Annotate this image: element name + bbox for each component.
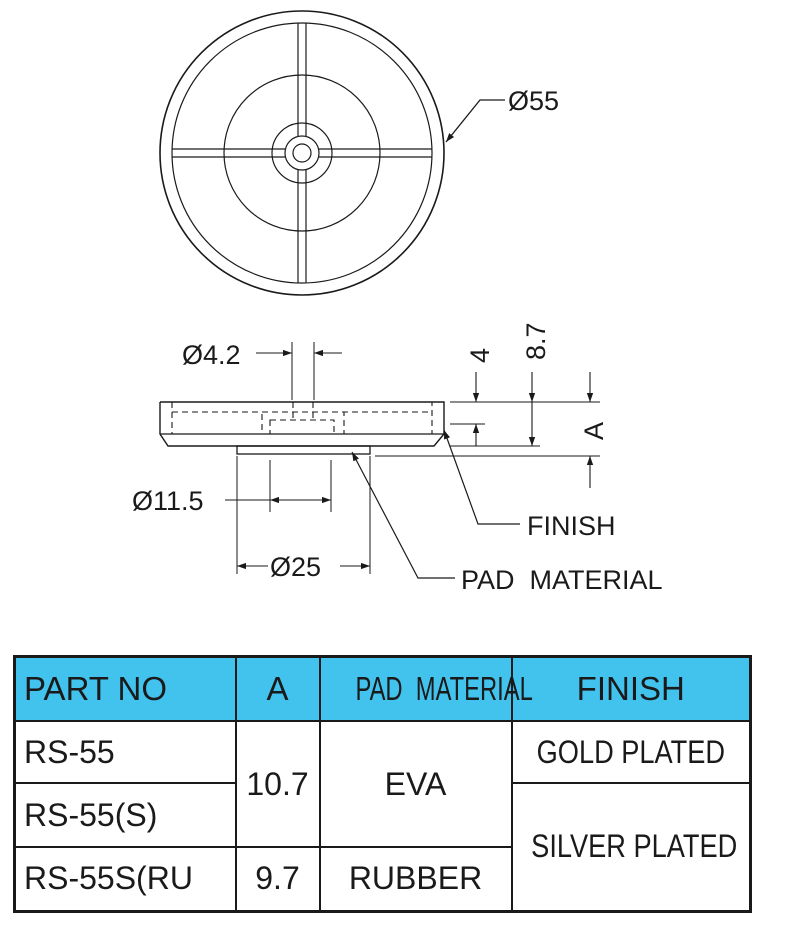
hole-inner-circle [292, 143, 312, 163]
cell-pad-material: EVA [318, 720, 513, 848]
pad-material-leader [351, 451, 455, 579]
middle-circle [223, 74, 381, 232]
top-view [159, 10, 505, 296]
table-header-row: PART NO A PAD MATERIAL FINISH [13, 655, 752, 722]
pad-diameter-label: Ø25 [270, 552, 321, 582]
hole-diameter-label: Ø4.2 [182, 340, 241, 370]
cell-part-no: RS-55 [13, 720, 237, 784]
body-outline [159, 401, 445, 447]
outer-rim-circle [159, 10, 445, 296]
spec-table: PART NO A PAD MATERIAL FINISH RS-55 10.7… [13, 655, 752, 913]
header-pad-material-text: PAD MATERIAL [354, 670, 533, 707]
boss-circle [271, 122, 333, 184]
pad-outline [236, 445, 371, 455]
height-total-label: 8.7 [521, 322, 551, 360]
cell-part-no: RS-55(S) [13, 782, 237, 848]
hidden-boss [261, 411, 345, 435]
cell-finish: SILVER PLATED [510, 782, 752, 912]
pad-material-callout-label: PAD MATERIAL [461, 565, 663, 595]
cell-finish-text: SILVER PLATED [530, 828, 737, 865]
table-row: RS-55(S) SILVER PLATED [13, 782, 752, 912]
cell-finish: GOLD PLATED [510, 720, 752, 784]
header-pad-material: PAD MATERIAL [318, 655, 532, 722]
cell-part-no: RS-55S(RU [13, 846, 237, 912]
finish-callout-label: FINISH [527, 511, 616, 541]
outer-diameter-label: Ø55 [508, 86, 559, 116]
boss-diameter-label: Ø11.5 [132, 486, 204, 516]
header-a: A [234, 655, 321, 722]
cell-finish-text: GOLD PLATED [536, 733, 725, 770]
hidden-inner-wall [171, 402, 433, 435]
cell-pad-material: RUBBER [318, 846, 513, 912]
header-part-no: PART NO [13, 655, 237, 722]
header-finish: FINISH [510, 655, 752, 722]
table-row: RS-55 10.7 EVA GOLD PLATED [13, 720, 752, 848]
hidden-hole-counterbore [269, 419, 335, 435]
height-small-label: 4 [465, 348, 495, 363]
hole-outer-circle [284, 135, 320, 171]
table-row: RS-55S(RU 9.7 RUBBER [13, 846, 751, 912]
technical-drawing: Ø55 [132, 10, 663, 595]
height-a-label: A [579, 422, 609, 440]
inner-rim-circle [171, 22, 433, 284]
cell-a: 9.7 [234, 846, 321, 912]
side-view [159, 342, 600, 579]
cell-a: 10.7 [234, 720, 321, 848]
outer-diameter-leader [445, 99, 505, 143]
finish-leader [443, 429, 520, 525]
